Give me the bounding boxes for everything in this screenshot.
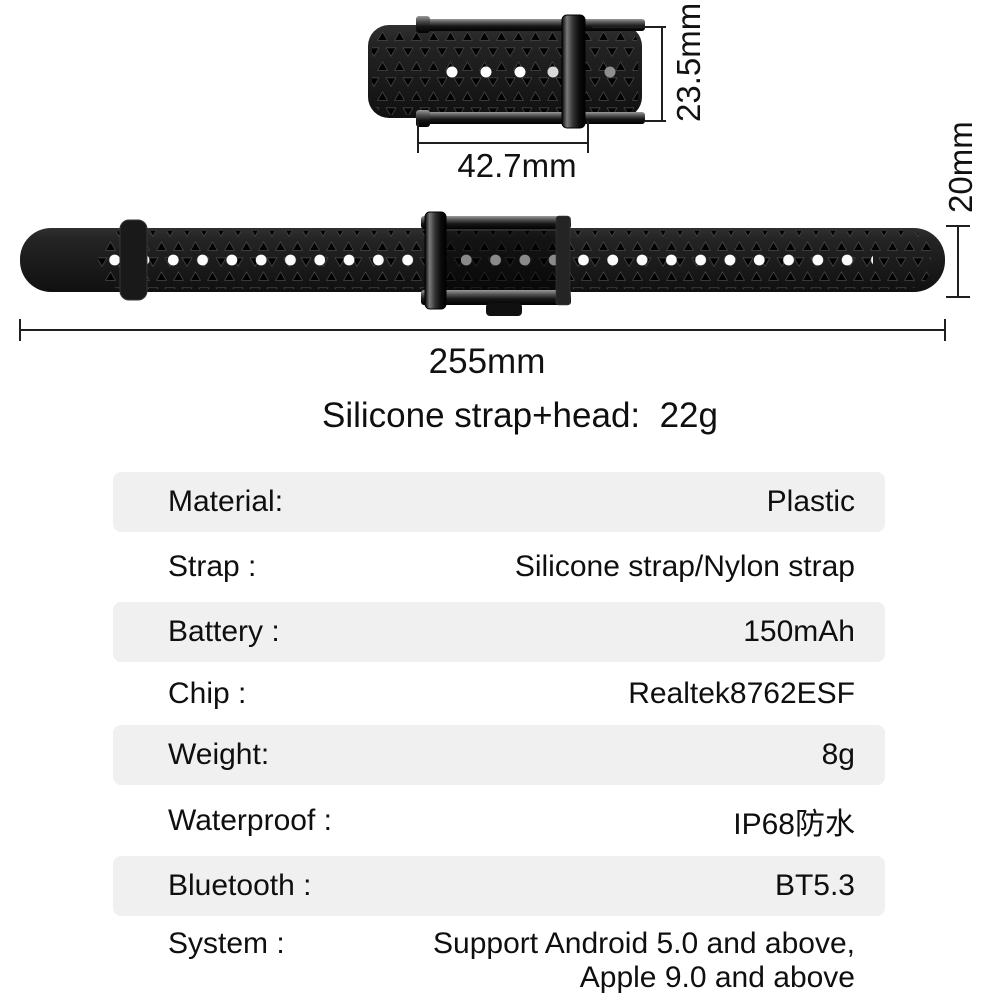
spec-value: Silicone strap/Nylon strap	[514, 550, 855, 583]
spec-row-strap: Strap : Silicone strap/Nylon strap	[113, 532, 885, 602]
spec-row-chip: Chip : Realtek8762ESF	[113, 662, 885, 725]
spec-label: Strap :	[168, 550, 257, 583]
buckle-clasp-bar	[424, 211, 447, 310]
spec-label: Waterproof :	[168, 803, 332, 837]
head-width-label: 42.7mm	[457, 147, 576, 184]
strap-length-label: 255mm	[429, 342, 546, 381]
head-texture	[372, 28, 638, 115]
spec-label: Battery :	[168, 615, 280, 648]
spec-row-system: System : Support Android 5.0 and above, …	[113, 916, 885, 1002]
dimension-strap-length: 255mm	[19, 319, 946, 381]
spec-table: Material: Plastic Strap : Silicone strap…	[113, 472, 885, 1002]
head-rail-tab-top	[416, 16, 430, 33]
spec-label: System :	[168, 927, 285, 960]
keeper-loop	[119, 219, 148, 301]
head-top-rail	[421, 19, 645, 31]
spec-value: IP68防水	[733, 807, 855, 841]
spec-value: Realtek8762ESF	[628, 676, 855, 710]
strap-full-view	[20, 211, 945, 316]
spec-row-weight: Weight: 8g	[113, 725, 885, 785]
weight-note: Silicone strap+head: 22g	[322, 396, 718, 435]
dimension-head-width: 42.7mm	[417, 121, 589, 184]
strap-holes	[100, 253, 873, 266]
spec-value: 8g	[821, 738, 855, 771]
spec-label: Material:	[168, 485, 284, 518]
spec-row-bluetooth: Bluetooth : BT5.3	[113, 856, 885, 916]
spec-row-material: Material: Plastic	[113, 472, 885, 532]
product-diagram: 42.7mm 23.5mm 255mm 20mm	[19, 3, 979, 381]
head-holes	[446, 66, 616, 78]
buckle-shade	[444, 231, 560, 291]
head-rail-tab-bottom	[416, 110, 430, 127]
spec-row-waterproof: Waterproof : IP68防水	[113, 785, 885, 856]
buckle-right-bar	[555, 215, 571, 306]
head-bottom-rail	[421, 112, 645, 124]
head-height-label: 23.5mm	[670, 3, 707, 122]
spec-value: 150mAh	[743, 615, 855, 648]
buckle-bottom-rail	[421, 290, 571, 305]
strap-head-top-view	[368, 14, 645, 129]
dimension-head-height: 23.5mm	[592, 3, 707, 122]
buckle-bottom-tab	[486, 303, 522, 316]
dimension-strap-height: 20mm	[942, 121, 979, 298]
spec-label: Chip :	[168, 676, 247, 710]
spec-value: Plastic	[766, 485, 855, 518]
buckle	[421, 211, 571, 316]
spec-row-battery: Battery : 150mAh	[113, 602, 885, 662]
spec-label: Bluetooth :	[168, 869, 312, 902]
spec-value: Support Android 5.0 and above, Apple 9.0…	[433, 927, 855, 994]
strap-height-label: 20mm	[942, 121, 979, 213]
head-clasp-bar	[561, 14, 586, 129]
spec-label: Weight:	[168, 738, 270, 771]
spec-value: BT5.3	[774, 869, 855, 902]
buckle-top-rail	[421, 216, 571, 229]
